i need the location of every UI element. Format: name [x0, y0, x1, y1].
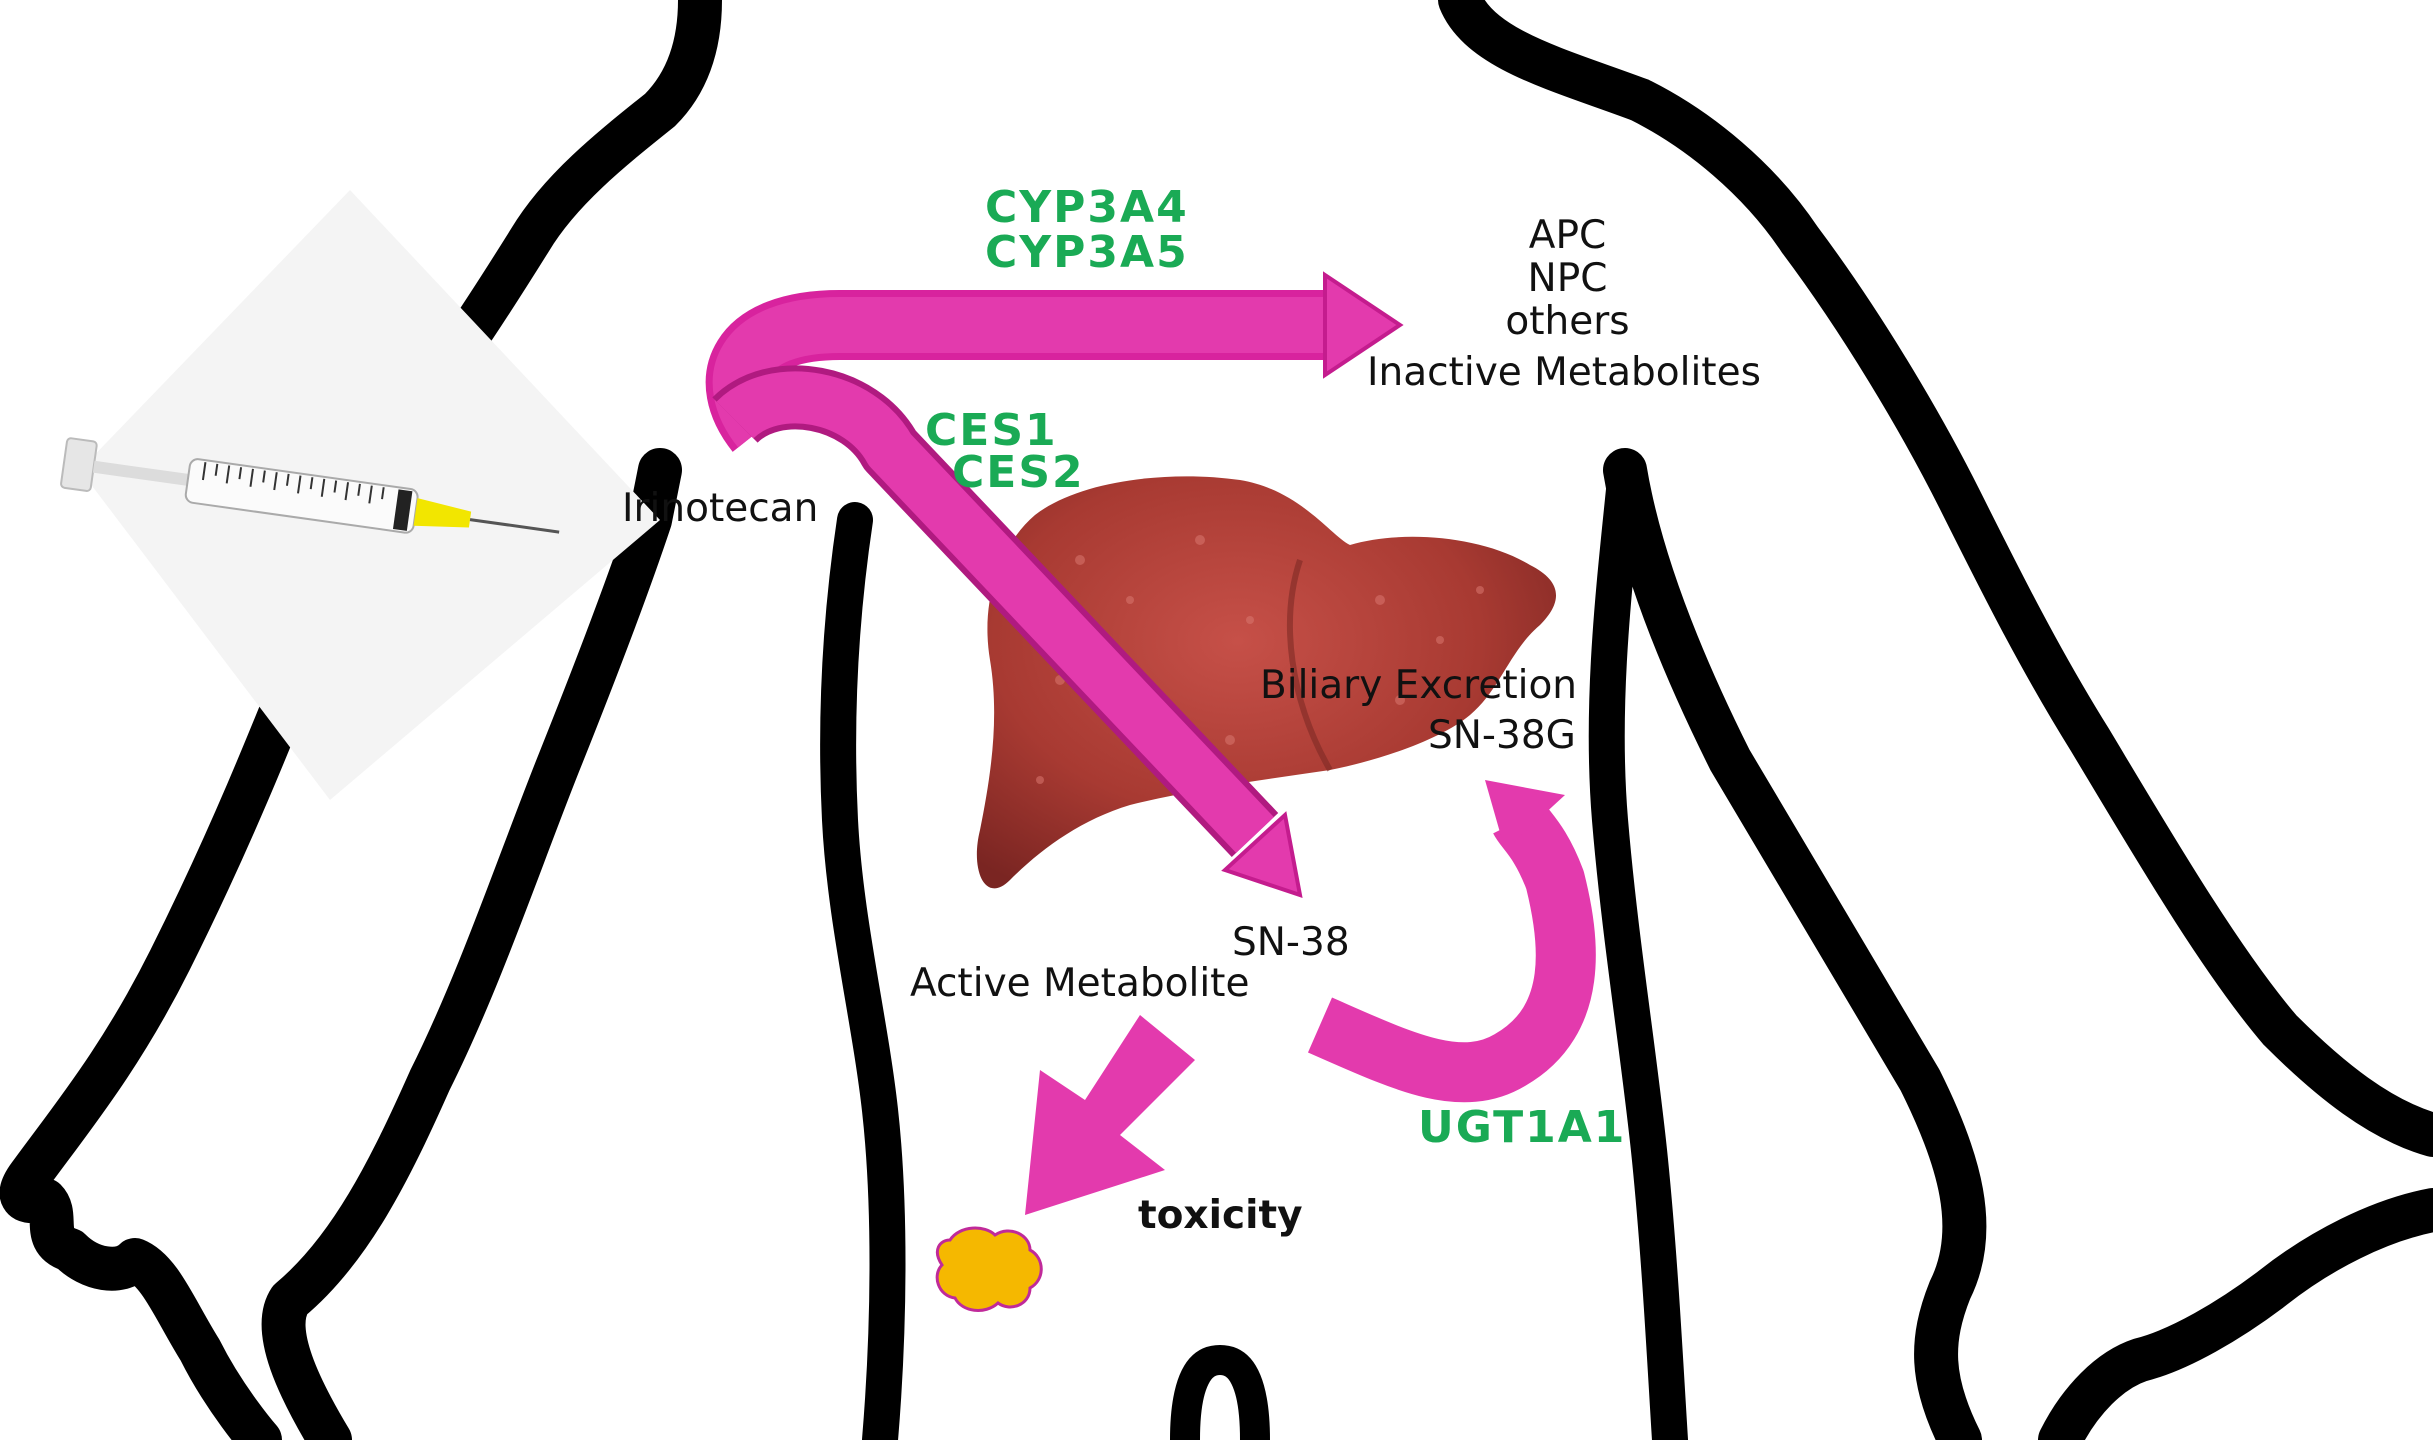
label-apc: APC	[1400, 215, 1735, 258]
torso-left-line	[838, 520, 887, 1440]
arrow-toxicity	[1025, 1015, 1195, 1215]
label-npc: NPC	[1400, 258, 1735, 301]
leg-gap	[1185, 1360, 1255, 1440]
label-biliary-excretion: Biliary Excretion	[1260, 665, 1577, 708]
label-others: others	[1400, 301, 1735, 344]
toxicity-blob	[937, 1228, 1041, 1310]
label-inactive-metabolites: Inactive Metabolites	[1367, 352, 1761, 395]
enzyme-cyp3a4: CYP3A4	[985, 185, 1189, 231]
enzyme-ces2: CES2	[952, 450, 1085, 496]
label-active-metabolite: Active Metabolite	[910, 963, 1249, 1006]
label-sn38g: SN-38G	[1428, 715, 1576, 758]
label-irinotecan: Irinotecan	[622, 488, 818, 531]
label-sn38: SN-38	[1232, 922, 1350, 965]
label-toxicity: toxicity	[1138, 1195, 1303, 1238]
enzyme-cyp3a5: CYP3A5	[985, 230, 1189, 276]
enzyme-ugt1a1: UGT1A1	[1418, 1105, 1626, 1151]
arrow-ugt-path	[1320, 820, 1566, 1072]
